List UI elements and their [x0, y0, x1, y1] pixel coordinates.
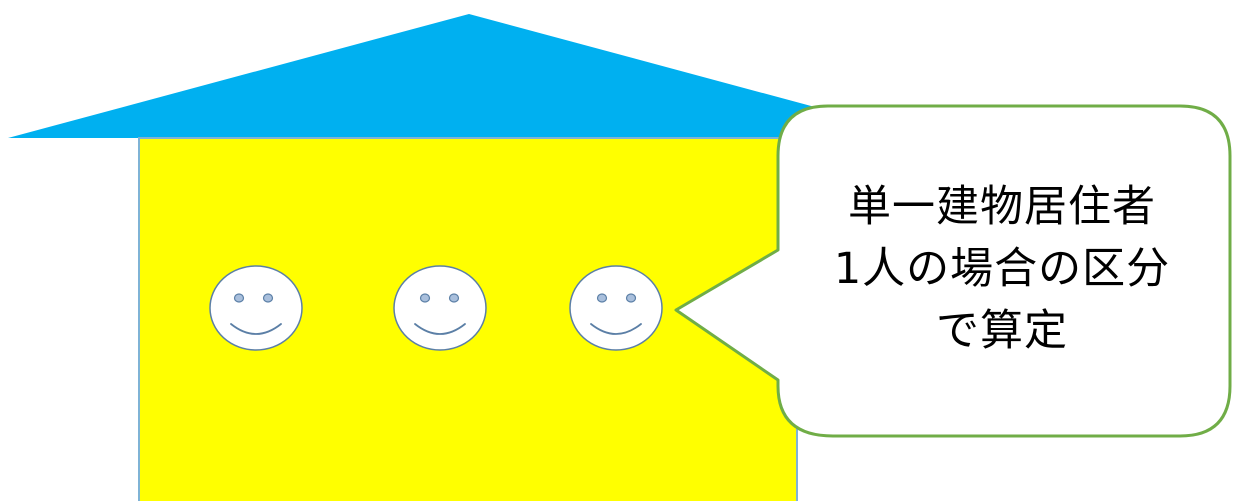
callout-line: で算定 — [936, 306, 1068, 356]
resident-face-icon — [209, 265, 303, 351]
callout-line: 1人の場合の区分 — [833, 244, 1171, 294]
resident-face-icon — [393, 265, 487, 351]
house-roof — [8, 14, 930, 138]
speech-bubble-callout — [674, 104, 1232, 438]
callout-text: 単一建物居住者 1人の場合の区分 で算定 — [782, 176, 1222, 362]
resident-face-icon — [569, 265, 663, 351]
callout-line: 単一建物居住者 — [848, 182, 1156, 232]
